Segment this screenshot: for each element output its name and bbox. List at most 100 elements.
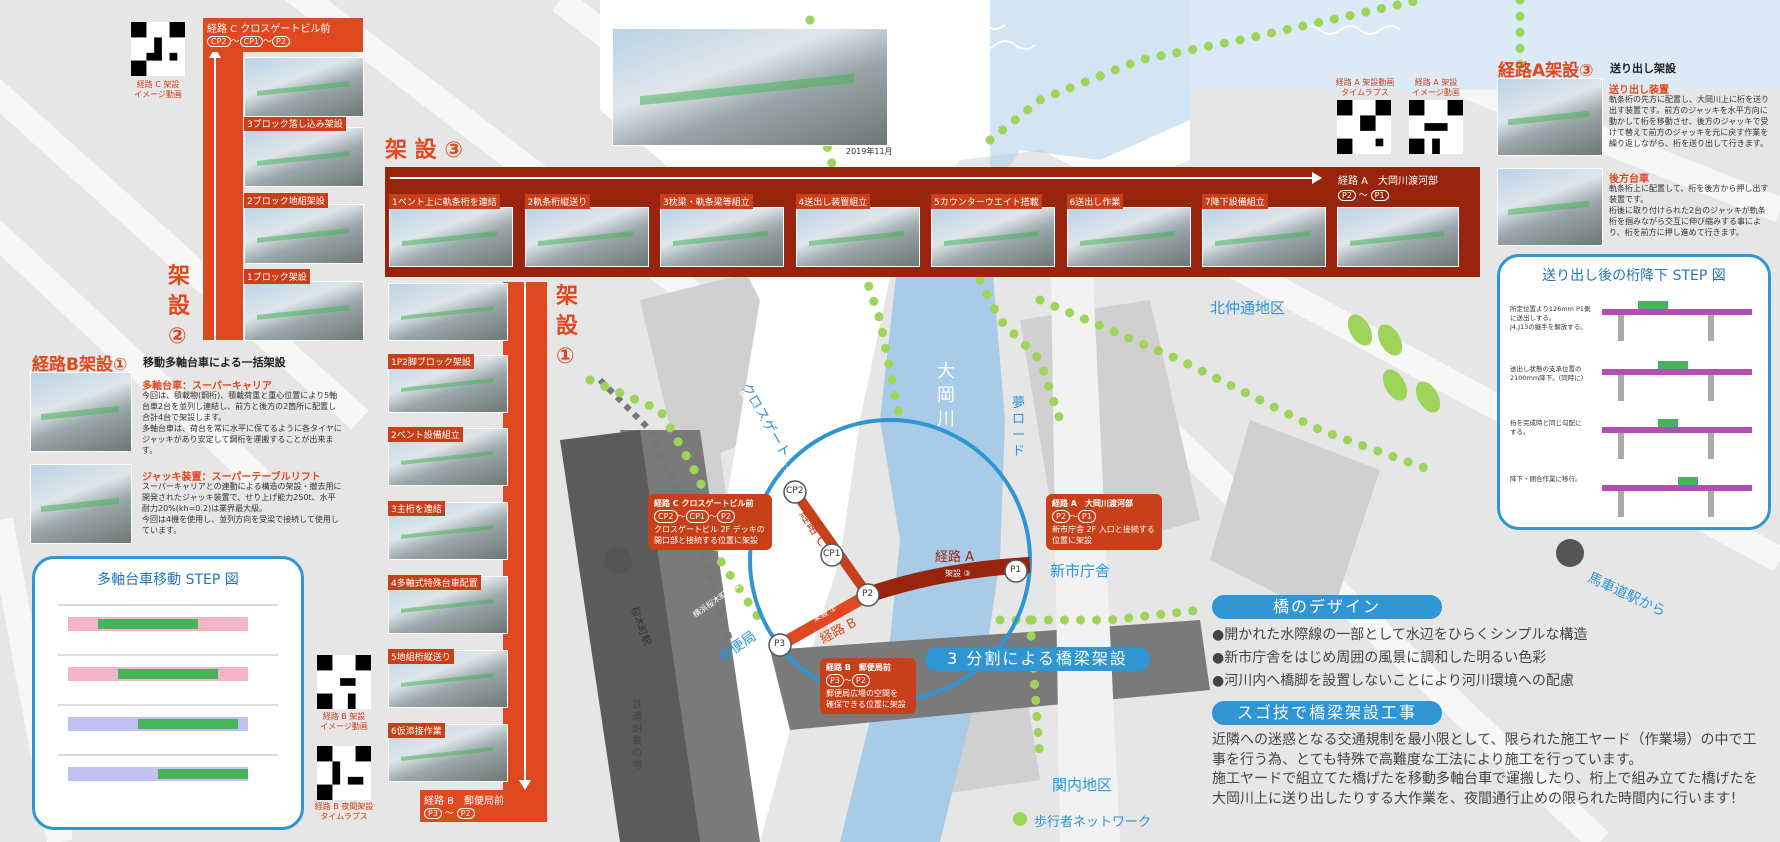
kasetsu2-step-2 (244, 204, 364, 264)
step-label: 5カウンターウエイト搭載 (931, 194, 1042, 209)
callout-route-b: 経路 B 郵便局前 P3～P2 郵便局広場の空間を 確保できる位置に架設 (820, 658, 916, 714)
label-yume-road: 夢ロード (1012, 396, 1026, 459)
callout-b-title: 経路 B 郵便局前 (826, 663, 891, 672)
point-badge: CP1 (239, 36, 264, 47)
callout-c-points: CP2～CP1～P2 (654, 509, 766, 524)
kasetsu2-arrow-line (214, 58, 216, 340)
kasetsu2-step-0 (244, 57, 364, 117)
routea-step-note-1: 所定位置より126mm P1側に送出しする。 J4,J13の継手を解放する。 (1510, 305, 1591, 331)
qr-caption-route-c: 経路 C 架設 イメージ動画 (134, 80, 182, 99)
kasetsu3-arrow-head (1312, 172, 1322, 184)
routea-photo-device (1497, 78, 1603, 156)
callout-a-title: 経路 A 大岡川渡河部 (1052, 499, 1133, 508)
routea-step-note-2: 送出し状態の支承位置の 2100mm降下。(同時に) (1510, 365, 1584, 382)
callout-c-text: クロスゲートビル 2F デッキの 開口部と接続する位置に架設 (654, 525, 765, 545)
label-route-a-kasetsu: 架設 ③ (945, 569, 971, 578)
kasetsu3-step-1 (389, 207, 513, 267)
point-badge: CP2 (207, 36, 231, 47)
design-bullet-2: ●新市庁舎をはじめ周囲の風景に調和した明るい色彩 (1212, 650, 1547, 666)
label-kannai: 関内地区 (1052, 776, 1113, 794)
design-bullet-3: ●河川内へ橋脚を設置しないことにより河川環境への配慮 (1212, 673, 1574, 689)
point-badge: CP1 (685, 510, 709, 523)
step-label: 1ベント上に軌条桁を連結 (389, 194, 500, 209)
kasetsu1-arrow-head (519, 780, 531, 790)
point-badge: P1 (1370, 190, 1389, 201)
routeb-step-diagram (58, 604, 278, 781)
kasetsu2-route-points: CP2～CP1～P2 (207, 34, 290, 48)
kasetsu1-end-points: P3 ～ P2 (424, 806, 475, 820)
point-badge: P2 (272, 36, 290, 47)
kasetsu2-step-1 (244, 127, 364, 187)
qr-code-route-a-timelapse[interactable] (1337, 100, 1391, 154)
step-label: 1ブロック架設 (244, 269, 310, 284)
qr-caption-route-a-image: 経路 A 架設 イメージ動画 (1412, 78, 1460, 97)
step-label: 4多軸式特殊台車配置 (388, 575, 481, 590)
qr-code-route-c[interactable] (131, 22, 185, 76)
legend-walk: 歩行者ネットワーク (1034, 815, 1152, 830)
routeb-photo-carrier (30, 372, 132, 452)
callout-a-points: P2～P1 (1052, 509, 1156, 524)
callout-a-text: 新市庁舎 2F 入口と接続する 位置に架設 (1052, 525, 1155, 545)
routeb-step-title: 多軸台車移動 STEP 図 (97, 572, 239, 588)
qr-caption-route-b-timelapse: 経路 B 夜間架設 タイムラプス (314, 802, 374, 821)
point-badge: P1 (1077, 510, 1096, 523)
qr-code-route-b-timelapse[interactable] (317, 746, 371, 800)
step-label: 6送出し作業 (1066, 194, 1124, 209)
point-badge: P3 (826, 674, 844, 687)
kasetsu3-title: 架 設 ③ (385, 138, 463, 163)
step-label: 2ブロック地組架設 (244, 193, 328, 208)
label-rail-origin: 鉄道創業の地 (632, 700, 642, 771)
point-badge: P2 (1338, 190, 1356, 201)
kasetsu1-arrow-line (524, 282, 526, 780)
kasetsu3-arrow-line (390, 177, 1315, 179)
step-label: 2ベント設備組立 (388, 427, 463, 442)
routea-subtitle: 送り出し架設 (1610, 62, 1676, 75)
label-shin-shichousha: 新市庁舎 (1050, 562, 1111, 580)
callout-b-text: 郵便局広場の空間を 確保できる位置に架設 (826, 689, 906, 709)
kasetsu2-arrow-head (209, 48, 221, 58)
design-bullet-1: ●開かれた水際線の一部として水辺をひらくシンプルな構造 (1212, 627, 1588, 643)
step-label: 5地組桁縦送り (388, 649, 454, 664)
center-bridge-label: 3 分割による橋梁架設 (925, 647, 1150, 671)
qr-code-route-b-image[interactable] (317, 655, 371, 709)
point-badge: P2 (456, 808, 475, 819)
routeb-photo-jack (30, 464, 132, 544)
routea-photo-cart (1497, 168, 1603, 246)
kasetsu3-end-points: P2 ～ P1 (1338, 188, 1389, 202)
map-point-p2: P2 (862, 589, 874, 599)
routeb-item1-title: 多軸台車：スーパーキャリア (142, 381, 272, 392)
callout-b-points: P3～P2 (826, 673, 910, 688)
label-route-a: 経路 A (935, 550, 975, 565)
routea-step-note-4: 降下・閉合作業に移行。 (1510, 475, 1582, 483)
qr-caption-route-b-image: 経路 B 架設 イメージ動画 (320, 712, 368, 731)
qr-code-route-a-image[interactable] (1409, 100, 1463, 154)
routea-dev1-title: 送り出し装置 (1609, 85, 1669, 96)
kasetsu2-title: 架 設 ② (168, 264, 191, 349)
kasetsu2-band (203, 22, 243, 340)
step-label: 7降下設備組立 (1202, 194, 1268, 209)
step-label: 2軌条桁縦送り (524, 194, 591, 209)
map-point-cp2: CP2 (786, 486, 804, 496)
step-label: 6仮添接作業 (388, 723, 445, 738)
step-label: 4送出し装置組立 (795, 194, 871, 209)
step-label: 3主桁を連結 (388, 501, 445, 516)
sugowaza-heading: スゴ技で橋梁架設工事 (1212, 701, 1442, 725)
routeb-item2-title: ジャッキ装置：スーパーテーブルリフト (142, 472, 321, 483)
kasetsu1-footer (420, 790, 547, 822)
point-badge: P3 (424, 808, 442, 819)
step-label: 3枕梁・軌条梁等組立 (660, 194, 753, 209)
routea-step-title: 送り出し後の桁降下 STEP 図 (1542, 268, 1726, 284)
routeb-title: 経路B架設① (32, 355, 128, 375)
point-badge: CP2 (654, 510, 678, 523)
routea-step-diagram (1602, 301, 1752, 517)
kasetsu3-end-label: 経路 A 大岡川渡河部 (1338, 176, 1439, 187)
routea-dev2-text: 軌条桁上に配置して、桁を後方から押し出す装置です。 桁後に取り付けられた2台のジ… (1609, 184, 1769, 237)
step-label: 1P2脚ブロック架設 (388, 354, 474, 369)
callout-route-a: 経路 A 大岡川渡河部 P2～P1 新市庁舎 2F 入口と接続する 位置に架設 (1046, 494, 1162, 550)
sugowaza-text: 近隣への迷惑となる交通規制を最小限として、限られた施工ヤード（作業場）の中で工事… (1212, 732, 1758, 807)
top-photo (612, 28, 888, 146)
qr-caption-route-a-timelapse: 経路 A 架設動画 タイムラプス (1335, 78, 1395, 97)
routea-step-note-3: 桁を完成時と同じ勾配に する。 (1510, 419, 1582, 436)
routeb-subtitle: 移動多軸台車による一括架設 (143, 356, 286, 369)
routeb-step-box: 多軸台車移動 STEP 図 (32, 556, 304, 830)
